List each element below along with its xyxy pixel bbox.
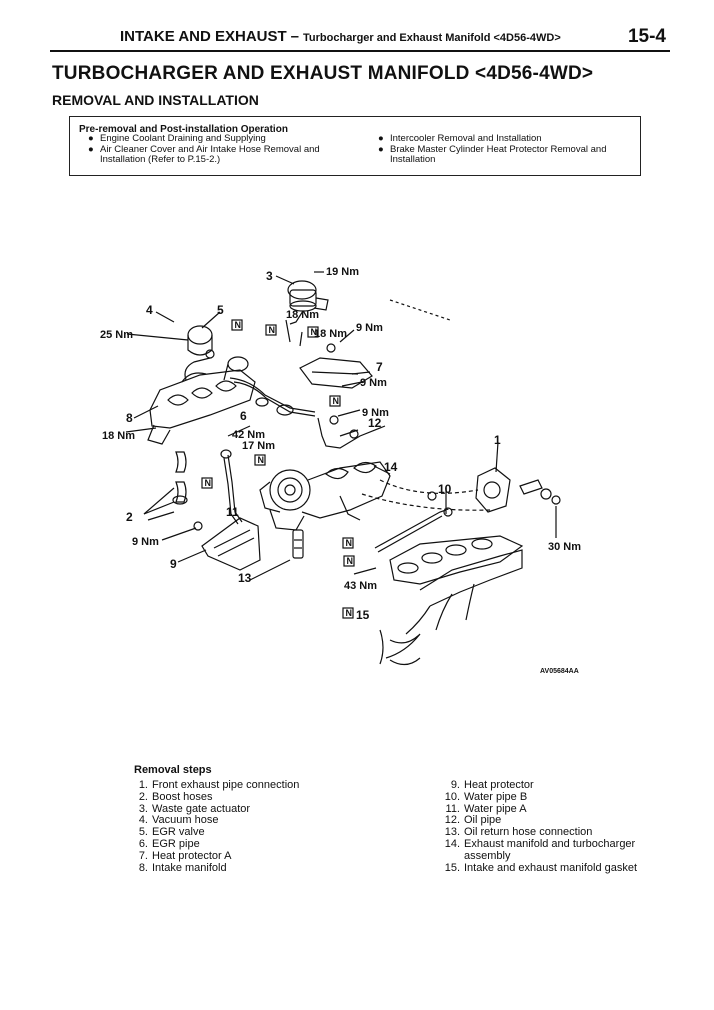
bullet-icon: ● xyxy=(378,143,384,155)
callout-number: 12 xyxy=(368,416,382,430)
callout-number: 1 xyxy=(494,433,501,447)
torque-label: 9 Nm xyxy=(132,536,159,548)
bullet-icon: ● xyxy=(378,133,384,144)
callout-number: 9 xyxy=(170,557,177,571)
steps-right-column: 9.Heat protector 10.Water pipe B 11.Wate… xyxy=(442,779,638,874)
callout-number: 10 xyxy=(438,482,452,496)
exploded-diagram: 19 Nm 18 Nm 18 Nm 9 Nm 25 Nm 9 Nm 9 Nm 4… xyxy=(100,266,581,675)
step-item: 1.Front exhaust pipe connection xyxy=(138,779,300,791)
illustration-code: AV05684AA xyxy=(540,668,579,675)
box-heading: Pre-removal and Post-installation Operat… xyxy=(79,124,288,135)
step-item: 8.Intake manifold xyxy=(138,861,227,874)
callout-number: 3 xyxy=(266,269,273,283)
callout-number: 8 xyxy=(126,411,133,425)
page-number: 15-4 xyxy=(627,26,666,47)
box-left-item: ●Engine Coolant Draining and Supplying xyxy=(88,133,266,144)
page-subtitle: REMOVAL AND INSTALLATION xyxy=(52,92,259,108)
removal-steps-heading: Removal steps xyxy=(134,764,212,776)
header-dash: – xyxy=(290,28,300,45)
torque-label: 9 Nm xyxy=(360,377,387,389)
torque-label: 42 Nm xyxy=(232,429,265,441)
steps-left-column: 1.Front exhaust pipe connection 2.Boost … xyxy=(134,779,300,874)
page-header: INTAKE AND EXHAUST–Turbocharger and Exha… xyxy=(50,26,670,52)
box-left-item-cont: Installation (Refer to P.15-2.) xyxy=(100,154,221,165)
callout-number: 13 xyxy=(238,571,252,585)
step-item: 15.Intake and exhaust manifold gasket xyxy=(444,861,638,874)
bullet-icon: ● xyxy=(88,143,94,155)
n-mark: N xyxy=(205,478,212,488)
callout-number: 7 xyxy=(376,360,383,374)
torque-label: 9 Nm xyxy=(362,407,389,419)
torque-label: 17 Nm xyxy=(242,440,275,452)
callout-number: 15 xyxy=(356,608,370,622)
n-mark: N xyxy=(311,327,318,337)
step-item: 12.Oil pipe xyxy=(444,814,502,827)
torque-label: 18 Nm xyxy=(102,430,135,442)
n-mark: N xyxy=(269,325,276,335)
n-mark: N xyxy=(258,455,265,465)
callout-number: 14 xyxy=(384,460,398,474)
n-mark: N xyxy=(347,556,354,566)
box-right-item: ●Intercooler Removal and Installation xyxy=(378,133,542,144)
step-item: 2.Boost hoses xyxy=(138,790,213,803)
n-mark: N xyxy=(346,608,353,618)
callout-number: 4 xyxy=(146,303,153,317)
box-right-item-cont: Installation xyxy=(390,154,436,165)
step-item: 11.Water pipe A xyxy=(445,802,527,815)
n-mark: N xyxy=(333,396,340,406)
step-item: 13.Oil return hose connection xyxy=(444,826,593,839)
torque-label: 18 Nm xyxy=(314,328,347,340)
torque-label: 43 Nm xyxy=(344,580,377,592)
step-item: 3.Waste gate actuator xyxy=(138,802,251,815)
bullet-icon: ● xyxy=(88,133,94,144)
torque-label: 19 Nm xyxy=(326,266,359,278)
step-item-cont: assembly xyxy=(464,849,511,862)
pre-removal-box: Pre-removal and Post-installation Operat… xyxy=(69,116,641,176)
callout-number: 5 xyxy=(217,303,224,317)
callout-number: 2 xyxy=(126,510,133,524)
step-item: 6.EGR pipe xyxy=(138,837,200,850)
step-item: 9.Heat protector xyxy=(450,779,534,791)
header-section-title: INTAKE AND EXHAUST xyxy=(120,28,287,45)
box-left-item: ●Air Cleaner Cover and Air Intake Hose R… xyxy=(88,143,320,155)
callout-number: 6 xyxy=(240,409,247,423)
box-right-item: ●Brake Master Cylinder Heat Protector Re… xyxy=(378,143,607,155)
n-mark: N xyxy=(346,538,353,548)
page-title: TURBOCHARGER AND EXHAUST MANIFOLD <4D56-… xyxy=(52,63,594,84)
step-item: 7.Heat protector A xyxy=(138,849,232,862)
n-mark: N xyxy=(235,320,242,330)
torque-label: 9 Nm xyxy=(356,322,383,334)
torque-label: 18 Nm xyxy=(286,309,319,321)
header-subsection: Turbocharger and Exhaust Manifold <4D56-… xyxy=(303,32,561,44)
torque-label: 25 Nm xyxy=(100,329,133,341)
step-item: 5.EGR valve xyxy=(138,826,205,839)
torque-label: 30 Nm xyxy=(548,541,581,553)
header-section: INTAKE AND EXHAUST–Turbocharger and Exha… xyxy=(120,28,561,45)
step-item: 10.Water pipe B xyxy=(444,790,528,803)
step-item: 4.Vacuum hose xyxy=(138,814,219,827)
callout-number: 11 xyxy=(226,505,239,519)
step-item: 14.Exhaust manifold and turbocharger xyxy=(444,837,636,850)
